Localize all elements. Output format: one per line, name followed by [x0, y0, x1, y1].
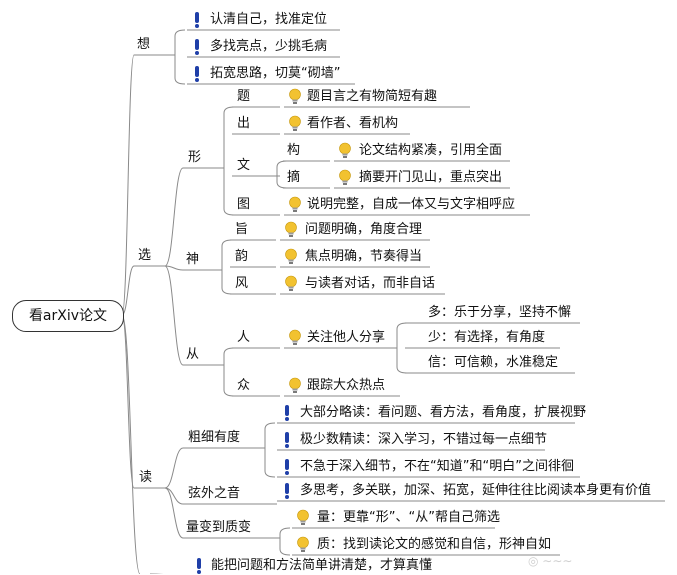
- connector: [279, 527, 291, 556]
- leaf-zhi[interactable]: 问题明确，角度合理: [305, 222, 423, 237]
- node-zhi[interactable]: 旨: [235, 222, 249, 237]
- exclamation-icon: [285, 483, 289, 499]
- lightbulb-icon: [289, 329, 301, 345]
- lightbulb-icon: [297, 509, 309, 525]
- leaf-bottom[interactable]: 能把问题和方法简单讲清楚，才算真懂: [211, 558, 433, 573]
- connector: [223, 106, 235, 216]
- connector: [164, 167, 184, 267]
- branch-du[interactable]: 读: [139, 470, 153, 485]
- leaf-duo[interactable]: 多：乐于分享，坚持不懈: [428, 305, 572, 320]
- connector: [121, 54, 135, 316]
- connector: [164, 487, 184, 539]
- node-chu[interactable]: 出: [237, 116, 251, 131]
- leaf-zhong[interactable]: 跟踪大众热点: [307, 378, 386, 393]
- exclamation-icon: [195, 39, 199, 55]
- connector: [276, 160, 288, 189]
- lightbulb-icon: [297, 536, 309, 552]
- node-ren[interactable]: 人: [237, 330, 251, 345]
- leaf-chu[interactable]: 看作者、看机构: [307, 116, 399, 131]
- leaf-cuxi-3[interactable]: 不急于深入细节，不在“知道”和“明白”之间徘徊: [300, 459, 574, 474]
- connector: [264, 422, 276, 478]
- exclamation-icon: [197, 558, 201, 574]
- node-wen[interactable]: 文: [237, 158, 251, 173]
- lightbulb-icon: [339, 142, 351, 158]
- branch-xianwai[interactable]: 弦外之音: [188, 486, 241, 501]
- branch-liangbian[interactable]: 量变到质变: [186, 520, 252, 535]
- connector: [164, 265, 184, 271]
- branch-cuxi[interactable]: 粗细有度: [188, 430, 241, 445]
- connector: [121, 314, 135, 489]
- leaf-shao[interactable]: 少：有选择，有角度: [428, 330, 546, 345]
- lightbulb-icon: [339, 169, 351, 185]
- exclamation-icon: [195, 66, 199, 82]
- exclamation-icon: [285, 432, 289, 448]
- branch-xing[interactable]: 形: [188, 150, 202, 165]
- node-gou[interactable]: 构: [287, 143, 301, 158]
- exclamation-icon: [285, 405, 289, 421]
- root-node[interactable]: 看arXiv论文: [12, 300, 124, 332]
- lightbulb-icon: [289, 88, 301, 104]
- leaf-ti[interactable]: 题目言之有物简短有趣: [307, 89, 438, 104]
- connector: [223, 347, 235, 397]
- leaf-zhi2[interactable]: 质：找到读论文的感觉和自信，形神自如: [317, 537, 552, 552]
- lightbulb-icon: [289, 377, 301, 393]
- node-tu[interactable]: 图: [237, 197, 251, 212]
- connector: [174, 29, 186, 85]
- lightbulb-icon: [285, 221, 297, 237]
- node-zhong[interactable]: 众: [237, 378, 251, 393]
- leaf-liang[interactable]: 量：更靠“形”、“从”帮自己筛选: [317, 510, 500, 525]
- leaf-xianwai[interactable]: 多思考，多关联，加深、拓宽，延伸往往比阅读本身更有价值: [300, 483, 652, 498]
- node-feng[interactable]: 风: [235, 276, 249, 291]
- lightbulb-icon: [285, 275, 297, 291]
- leaf-xiang-2[interactable]: 多找亮点，少挑毛病: [210, 39, 328, 54]
- leaf-xin[interactable]: 信：可信赖，水准稳定: [428, 355, 559, 370]
- exclamation-icon: [195, 12, 199, 28]
- leaf-zhai[interactable]: 摘要开门见山，重点突出: [359, 170, 503, 185]
- node-ti[interactable]: 题: [237, 89, 251, 104]
- leaf-cuxi-2[interactable]: 极少数精读：深入学习，不错过每一点细节: [300, 432, 548, 447]
- node-yun[interactable]: 韵: [235, 249, 249, 264]
- leaf-ren[interactable]: 关注他人分享: [307, 330, 386, 345]
- leaf-gou[interactable]: 论文结构紧凑，引用全面: [359, 143, 503, 158]
- connector: [164, 265, 184, 366]
- lightbulb-icon: [285, 248, 297, 264]
- leaf-xiang-1[interactable]: 认清自己，找准定位: [210, 12, 328, 27]
- leaf-xiang-3[interactable]: 拓宽思路，切莫“砌墙”: [210, 66, 341, 81]
- leaf-yun[interactable]: 焦点明确，节奏得当: [305, 249, 423, 264]
- lightbulb-icon: [289, 196, 301, 212]
- branch-shen[interactable]: 神: [186, 252, 200, 267]
- leaf-cuxi-1[interactable]: 大部分略读：看问题、看方法，看角度，扩展视野: [300, 405, 587, 420]
- connector: [121, 314, 141, 574]
- watermark: ◎ ∼∼∼: [528, 554, 573, 568]
- leaf-tu[interactable]: 说明完整，自成一体又与文字相呼应: [307, 197, 516, 212]
- branch-xiang[interactable]: 想: [137, 37, 151, 52]
- branch-xuan[interactable]: 选: [138, 248, 152, 263]
- lightbulb-icon: [289, 115, 301, 131]
- leaf-feng[interactable]: 与读者对话，而非自话: [305, 276, 436, 291]
- connector: [221, 239, 233, 295]
- branch-cong[interactable]: 从: [186, 347, 200, 362]
- exclamation-icon: [285, 459, 289, 475]
- connector: [164, 447, 184, 489]
- node-zhai[interactable]: 摘: [287, 170, 301, 185]
